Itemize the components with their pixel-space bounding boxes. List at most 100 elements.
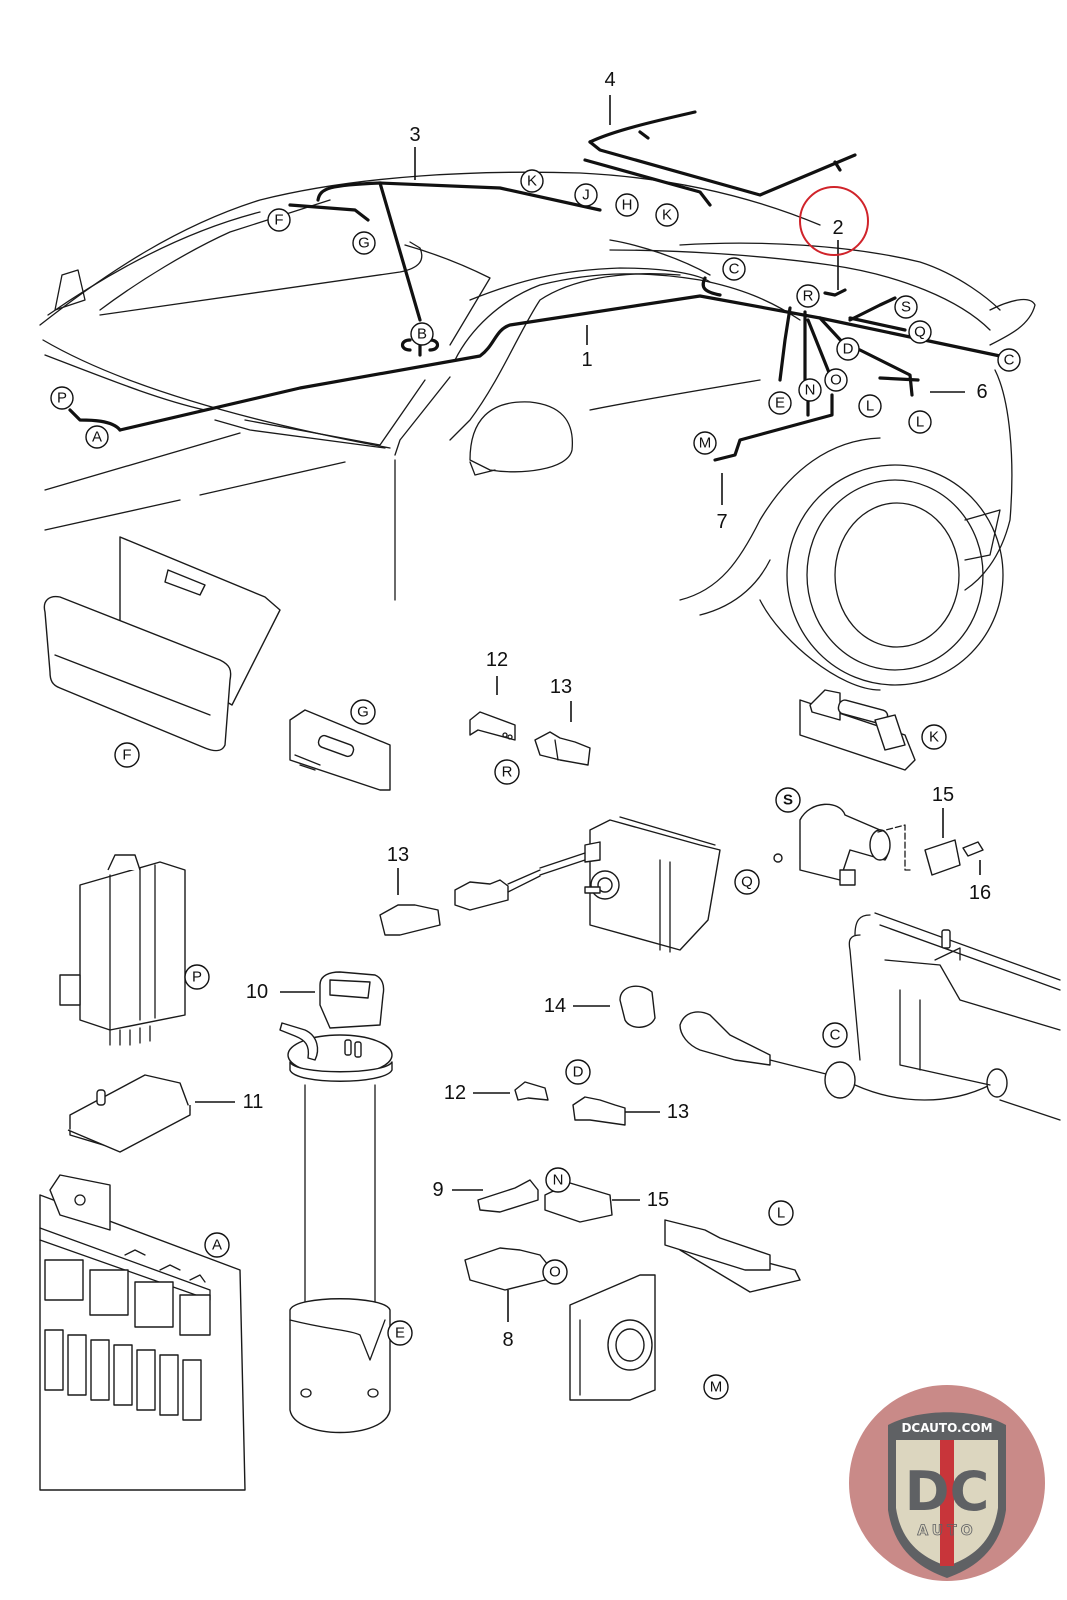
part-12-13-connectors-top <box>469 676 591 766</box>
logo-site-text: DCAUTO.COM <box>901 1421 992 1435</box>
label-2: 2 <box>832 217 843 239</box>
harness-1 <box>118 294 1002 432</box>
callout-A-part: A <box>204 1232 230 1258</box>
harness-4 <box>588 110 697 144</box>
part-14-C-round-connector <box>573 985 1008 1101</box>
part-10-cap <box>280 971 385 1029</box>
label-6: 6 <box>976 381 987 403</box>
svg-text:M: M <box>710 1379 723 1396</box>
label-4: 4 <box>604 69 615 91</box>
callout-B: B <box>410 322 434 346</box>
label-12b: 12 <box>444 1082 466 1104</box>
callout-G-part: G <box>350 699 376 725</box>
callout-H: H <box>615 193 639 217</box>
label-12a: 12 <box>486 649 508 671</box>
svg-text:D: D <box>573 1064 584 1081</box>
svg-text:C: C <box>830 1027 841 1044</box>
callout-Q: Q <box>908 320 932 344</box>
label-10: 10 <box>246 981 268 1003</box>
letter-callouts: P A F G B K J H K C R S Q D C E N O L L … <box>50 169 1021 1400</box>
callout-O-part: O <box>542 1259 568 1285</box>
callout-A: A <box>85 425 109 449</box>
callout-P: P <box>50 386 74 410</box>
svg-text:O: O <box>830 372 842 389</box>
rear-panel <box>848 912 1061 1121</box>
svg-text:P: P <box>57 390 67 407</box>
svg-text:N: N <box>553 1172 564 1189</box>
label-13c: 13 <box>667 1101 689 1123</box>
callout-D: D <box>836 337 860 361</box>
svg-text:D: D <box>843 341 854 358</box>
label-13a: 13 <box>550 676 572 698</box>
callout-K2: K <box>655 203 679 227</box>
callout-M-part: M <box>703 1374 729 1400</box>
part-number-labels: 1 2 3 4 6 7 8 9 10 11 12 12 13 13 13 14 … <box>243 69 992 1351</box>
leader-lines <box>414 95 965 505</box>
part-F-light-unit <box>43 536 281 752</box>
part-Q-actuator <box>454 816 721 953</box>
highlight-circle-item-2 <box>799 186 869 256</box>
part-9-connector <box>452 1179 539 1213</box>
label-7: 7 <box>716 511 727 533</box>
callout-C-part: C <box>822 1022 848 1048</box>
callout-S: S <box>894 295 918 319</box>
callout-L1: L <box>858 394 882 418</box>
part-A-fusebox <box>39 1174 246 1491</box>
part-11-relay-carrier <box>67 1074 235 1153</box>
svg-text:E: E <box>775 395 785 412</box>
label-14: 14 <box>544 995 566 1017</box>
svg-text:P: P <box>192 969 202 986</box>
callout-R-part: R <box>494 759 520 785</box>
dcauto-logo[interactable]: DCAUTO.COM DC AUTO <box>849 1385 1045 1581</box>
callout-O: O <box>824 368 848 392</box>
callout-N-part: N <box>545 1167 571 1193</box>
callout-R: R <box>796 284 820 308</box>
svg-text:M: M <box>699 435 712 452</box>
svg-text:J: J <box>582 187 590 204</box>
svg-text:G: G <box>357 704 369 721</box>
part-S-motor <box>773 803 911 886</box>
label-1: 1 <box>581 349 592 371</box>
callout-G: G <box>352 231 376 255</box>
svg-text:G: G <box>358 235 370 252</box>
svg-text:Q: Q <box>741 874 753 891</box>
svg-text:Q: Q <box>914 324 926 341</box>
callout-E-part: E <box>387 1320 413 1346</box>
svg-text:H: H <box>622 197 633 214</box>
part-L-plate-light <box>664 1219 801 1293</box>
label-11: 11 <box>243 1091 264 1113</box>
callout-E: E <box>768 391 792 415</box>
callout-K-part: K <box>921 724 947 750</box>
svg-text:L: L <box>777 1205 785 1222</box>
part-K-lamp <box>799 689 916 771</box>
svg-text:C: C <box>729 261 740 278</box>
svg-text:B: B <box>417 326 427 343</box>
callout-M: M <box>693 431 717 455</box>
part-P-relay-module <box>59 854 186 1046</box>
label-15a: 15 <box>932 784 954 806</box>
part-12-13-connectors-D <box>473 1081 660 1126</box>
svg-text:L: L <box>916 414 924 431</box>
label-3: 3 <box>409 124 420 146</box>
logo-stripe <box>940 1440 954 1566</box>
svg-text:C: C <box>1004 352 1015 369</box>
svg-text:O: O <box>549 1264 561 1281</box>
svg-text:E: E <box>395 1325 405 1342</box>
logo-mark-text: DC <box>905 1460 989 1523</box>
svg-text:S: S <box>901 299 911 316</box>
car-body-outline <box>39 171 1036 691</box>
logo-sub-text: AUTO <box>917 1523 976 1539</box>
callout-F: F <box>267 208 291 232</box>
callout-D-part: D <box>565 1059 591 1085</box>
callout-J: J <box>574 183 598 207</box>
label-13b: 13 <box>387 844 409 866</box>
svg-text:F: F <box>122 747 131 764</box>
fuse-blocks <box>44 1259 211 1421</box>
svg-text:F: F <box>274 212 283 229</box>
callout-C2: C <box>997 348 1021 372</box>
svg-text:L: L <box>866 398 874 415</box>
svg-text:R: R <box>803 288 814 305</box>
svg-text:A: A <box>212 1237 222 1254</box>
part-15-16-socket-bulb <box>924 808 984 876</box>
